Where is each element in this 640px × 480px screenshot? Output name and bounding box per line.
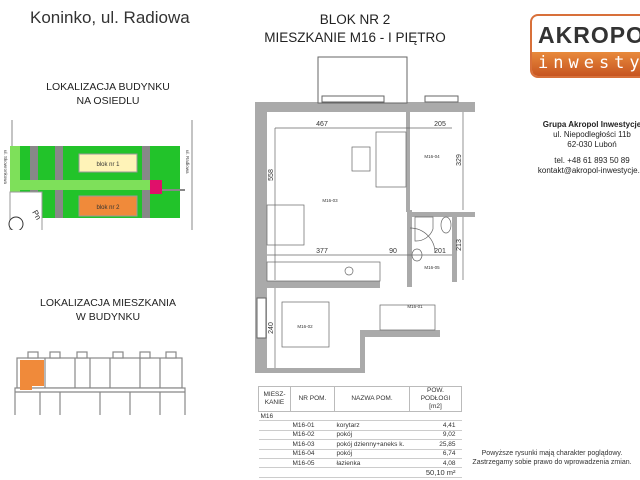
phone: tel. +48 61 893 50 89: [554, 156, 630, 165]
row-nr: M16-02: [290, 430, 335, 441]
page-title: Koninko, ul. Radiowa: [30, 8, 190, 27]
header-name: NAZWA POM.: [334, 386, 410, 412]
window: [321, 95, 385, 103]
dining-table: [266, 204, 305, 246]
window: [256, 297, 267, 339]
dim-558: 558: [268, 169, 275, 181]
akropol-logo: AKROPOL inwestycje: [530, 14, 640, 78]
blok-label: BLOK NR 2: [319, 12, 391, 27]
total-row: 50,10 m²: [258, 467, 462, 479]
table-header: MIESZ- KANIE NR POM. NAZWA POM. POW. POD…: [258, 386, 462, 412]
rooms-table: MIESZ- KANIE NR POM. NAZWA POM. POW. POD…: [258, 386, 462, 479]
room-m16-02: M16-02: [297, 324, 313, 329]
building-heading-line1: LOKALIZACJA MIESZKANIA: [40, 297, 176, 309]
toilet: [440, 216, 452, 234]
dim-467: 467: [316, 121, 328, 128]
company-name: Grupa Akropol Inwestycje: [542, 120, 640, 129]
dim-377: 377: [316, 248, 328, 255]
logo-top: AKROPOL: [538, 22, 640, 48]
street: ul. Niepodległości 11b: [553, 130, 631, 139]
total-area: 50,10 m²: [409, 467, 462, 479]
row-nr: M16-04: [290, 449, 335, 459]
row-area: 9,02: [409, 430, 462, 441]
disclaimer: Powyższe rysunki mają charakter poglądow…: [466, 449, 638, 467]
disclaimer-line2: Zastrzegamy sobie prawo do wprowadzenia …: [472, 459, 632, 466]
row-area: 6,74: [409, 449, 462, 459]
kitchen-counter: [266, 261, 381, 282]
email[interactable]: kontakt@akropol-inwestycje.pl: [537, 166, 640, 175]
site-heading-line1: LOKALIZACJA BUDYNKU: [46, 81, 170, 93]
row-area: 25,85: [409, 439, 462, 450]
building-heading-line2: W BUDYNKU: [75, 311, 141, 323]
walls: [255, 102, 475, 373]
row-nr: M16-05: [290, 458, 335, 469]
row-name: pokój: [334, 430, 410, 441]
header-unit: MIESZ- KANIE: [258, 386, 291, 412]
balcony: [317, 56, 408, 104]
site-plan: blok nr 1 blok nr 2 ul. Skowronkowa ul. …: [3, 120, 193, 230]
room-m16-05: M16-05: [424, 265, 440, 270]
dim-329: 329: [456, 154, 463, 166]
street-left: ul. Skowronkowa: [3, 150, 8, 185]
city: 62-030 Luboń: [567, 140, 617, 149]
north-label: Pn: [30, 209, 43, 222]
contact-block: Grupa Akropol Inwestycje ul. Niepodległo…: [530, 120, 640, 176]
row-name: korytarz: [334, 420, 410, 431]
room-m16-01: M16-01: [407, 304, 423, 309]
apartment-highlight: [20, 360, 44, 390]
building-heading: LOKALIZACJA MIESZKANIA W BUDYNKU: [8, 296, 208, 324]
compass-icon: [8, 216, 24, 230]
dim-213: 213: [456, 239, 463, 251]
blok2-label: blok nr 2: [96, 205, 120, 211]
blok1-label: blok nr 1: [96, 162, 120, 168]
bed: [281, 301, 330, 348]
dim-201: 201: [434, 248, 446, 255]
apartment-label: MIESZKANIE M16 - I PIĘTRO: [264, 30, 446, 45]
dim-205: 205: [434, 121, 446, 128]
coffee-table: [351, 146, 371, 172]
wardrobe: [379, 304, 436, 331]
entrance-marker: [150, 180, 162, 194]
shower: [414, 216, 434, 242]
door: [409, 227, 436, 254]
row-name: pokój: [334, 449, 410, 459]
window: [424, 95, 459, 103]
row-name: pokój dzienny+aneks k.: [334, 439, 410, 450]
blok1: [78, 153, 138, 173]
dim-240: 240: [268, 322, 275, 334]
blok2: [78, 195, 138, 217]
room-m16-03: M16-03: [322, 198, 338, 203]
room-m16-04: M16-04: [424, 154, 440, 159]
stove: [344, 266, 354, 276]
header-area: POW. PODŁOGI [m2]: [409, 386, 462, 412]
unit-label: M16: [258, 411, 462, 422]
unit-row: M16: [258, 411, 462, 422]
dim-90: 90: [389, 248, 397, 255]
row-area: 4,41: [409, 420, 462, 431]
sofa: [375, 131, 407, 188]
row-nr: M16-03: [290, 439, 335, 450]
header-nr: NR POM.: [290, 386, 335, 412]
site-heading-line2: NA OSIEDLU: [76, 95, 140, 107]
street-right: ul. Radiowa: [185, 150, 190, 174]
row-nr: M16-01: [290, 420, 335, 431]
disclaimer-line1: Powyższe rysunki mają charakter poglądow…: [481, 450, 623, 457]
row-area: 4,08: [409, 458, 462, 469]
row-name: łazienka: [334, 458, 410, 469]
apartment-floor-plan: 467 205 558 329 377 90 201 213 240 M16-0…: [255, 56, 475, 373]
building-floor-plan: [14, 351, 186, 415]
site-heading: LOKALIZACJA BUDYNKU NA OSIEDLU: [8, 80, 208, 108]
logo-bottom: inwestycje: [532, 52, 640, 76]
